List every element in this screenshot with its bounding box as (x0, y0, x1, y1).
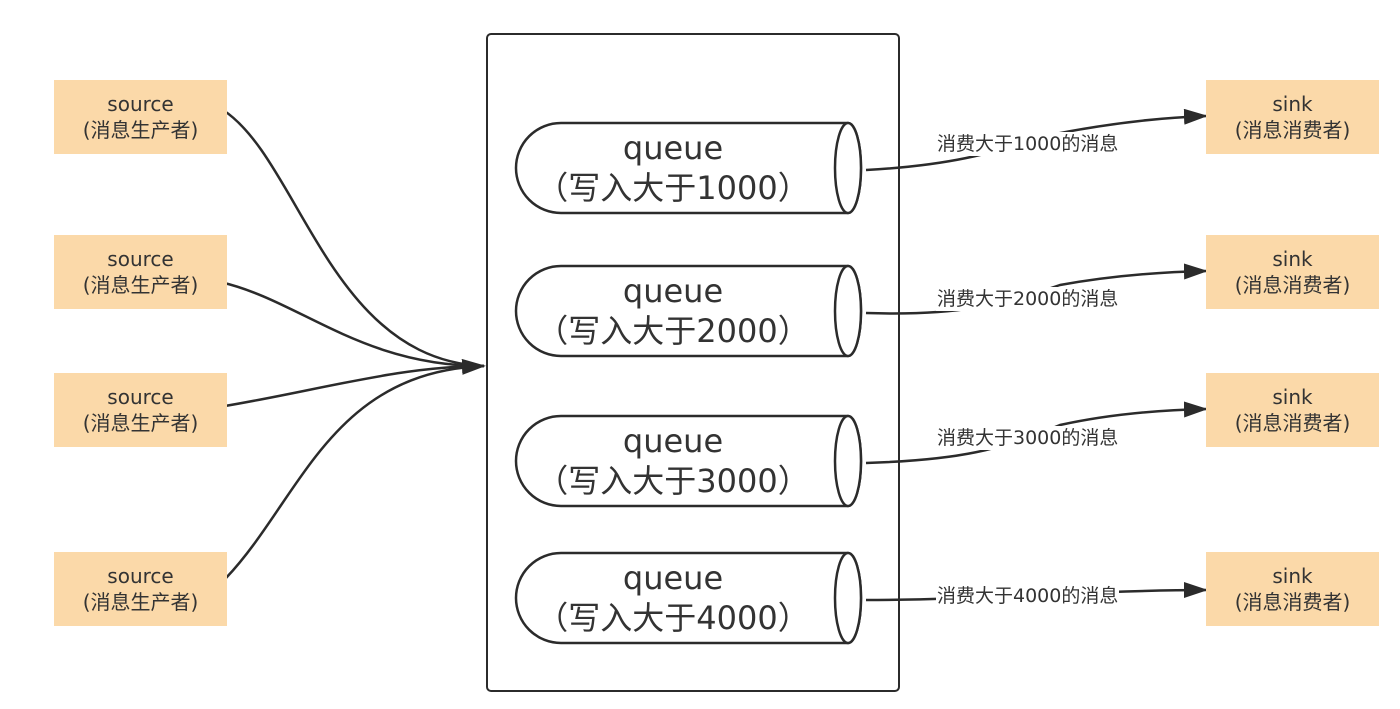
queue-container[interactable] (486, 33, 900, 692)
source-node-1[interactable]: source (消息生产者) (54, 80, 227, 154)
source-node-3[interactable]: source (消息生产者) (54, 373, 227, 447)
edge-queue-2-to-sink-2 (865, 263, 1208, 315)
queue-node-3[interactable]: queue （写入大于3000） (514, 414, 863, 508)
queue-2-cylinder-shape (514, 264, 863, 358)
queue-3-cylinder-shape (514, 414, 863, 508)
sink-node-2[interactable]: sink (消息消费者) (1206, 235, 1379, 309)
queue-4-subtitle: （写入大于4000） (536, 599, 810, 637)
queue-2-subtitle: （写入大于2000） (536, 312, 810, 350)
source-node-1-subtitle: (消息生产者) (82, 118, 199, 142)
queue-node-1[interactable]: queue （写入大于1000） (514, 121, 863, 215)
source-node-2-title: source (107, 247, 174, 271)
queue-node-2[interactable]: queue （写入大于2000） (514, 264, 863, 358)
sink-node-2-title: sink (1272, 247, 1313, 271)
source-node-2[interactable]: source (消息生产者) (54, 235, 227, 309)
queue-1-cylinder-shape (514, 121, 863, 215)
source-node-4-subtitle: (消息生产者) (82, 590, 199, 614)
sink-node-2-subtitle: (消息消费者) (1234, 273, 1351, 297)
sink-node-3-subtitle: (消息消费者) (1234, 411, 1351, 435)
edge-source-2-to-container (219, 280, 485, 368)
queue-2-title: queue (622, 272, 724, 310)
edge-label-4: 消费大于4000的消息 (936, 584, 1120, 608)
queue-4-label: queue （写入大于4000） (523, 558, 823, 638)
edge-source-3-to-container (224, 364, 485, 408)
sink-node-1-subtitle: (消息消费者) (1234, 118, 1351, 142)
source-node-3-subtitle: (消息生产者) (82, 411, 199, 435)
sink-node-1[interactable]: sink (消息消费者) (1206, 80, 1379, 154)
queue-1-title: queue (622, 129, 724, 167)
sink-node-3[interactable]: sink (消息消费者) (1206, 373, 1379, 447)
edge-source-4-to-container (225, 358, 486, 579)
source-node-4-title: source (107, 564, 174, 588)
sink-node-4-subtitle: (消息消费者) (1234, 590, 1351, 614)
source-node-3-title: source (107, 385, 174, 409)
edge-queue-3-to-sink-3 (865, 401, 1208, 465)
queue-2-label: queue （写入大于2000） (523, 271, 823, 351)
queue-1-label: queue （写入大于1000） (523, 128, 823, 208)
edge-label-2: 消费大于2000的消息 (936, 287, 1120, 311)
queue-3-title: queue (622, 422, 724, 460)
sink-node-3-title: sink (1272, 385, 1313, 409)
edge-label-1: 消费大于1000的消息 (936, 132, 1120, 156)
queue-node-4[interactable]: queue （写入大于4000） (514, 551, 863, 645)
source-node-4[interactable]: source (消息生产者) (54, 552, 227, 626)
sink-node-4-title: sink (1272, 564, 1313, 588)
queue-4-title: queue (622, 559, 724, 597)
sink-node-1-title: sink (1272, 92, 1313, 116)
queue-3-subtitle: （写入大于3000） (536, 462, 810, 500)
source-node-2-subtitle: (消息生产者) (82, 273, 199, 297)
sink-node-4[interactable]: sink (消息消费者) (1206, 552, 1379, 626)
queue-4-cylinder-shape (514, 551, 863, 645)
queue-3-label: queue （写入大于3000） (523, 421, 823, 501)
edge-label-3: 消费大于3000的消息 (936, 426, 1120, 450)
source-node-1-title: source (107, 92, 174, 116)
queue-1-subtitle: （写入大于1000） (536, 169, 810, 207)
edge-source-1-to-container (222, 108, 485, 368)
